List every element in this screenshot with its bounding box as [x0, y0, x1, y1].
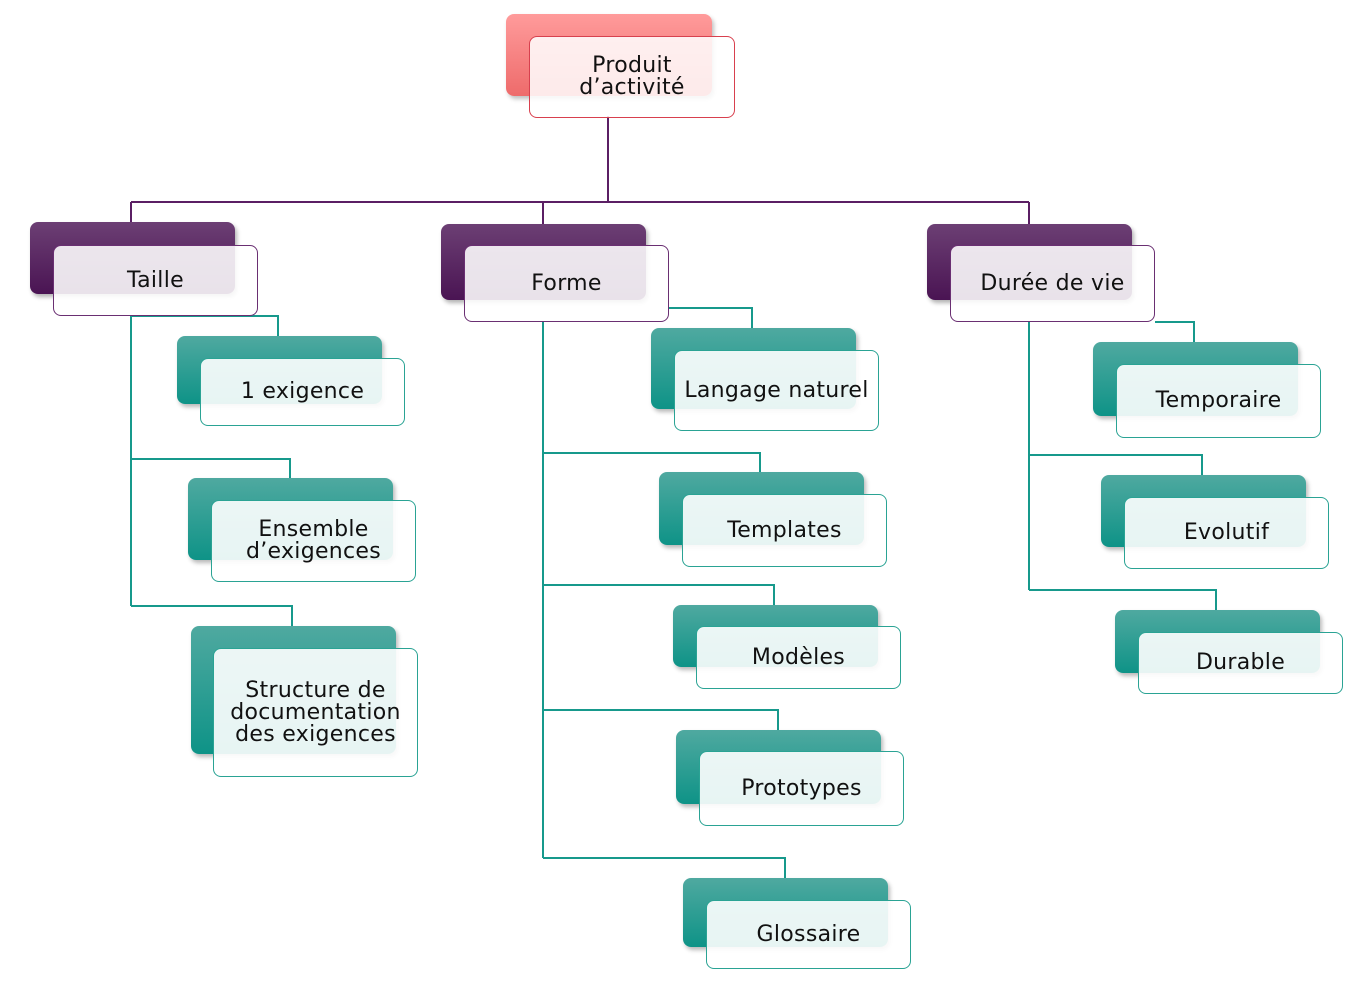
- leaf-node-prototypes[interactable]: Prototypes: [676, 730, 906, 828]
- leaf-node-1-exigence[interactable]: 1 exigence: [177, 336, 407, 428]
- leaf-node-durable[interactable]: Durable: [1115, 610, 1345, 696]
- leaf-label: Glossaire: [756, 921, 861, 947]
- category-node-duree-de-vie[interactable]: Durée de vie: [927, 224, 1157, 324]
- leaf-label: Langage naturel: [684, 377, 869, 403]
- category-label-taille: Taille: [127, 267, 184, 293]
- leaf-node-structure-documentation[interactable]: Structure de documentation des exigences: [191, 626, 421, 779]
- root-label: Produit d’activité: [579, 53, 685, 100]
- leaf-label: Templates: [727, 517, 842, 543]
- leaf-label: Modèles: [751, 644, 846, 670]
- leaf-node-temporaire[interactable]: Temporaire: [1093, 342, 1323, 440]
- leaf-label: Structure de documentation des exigences: [230, 677, 401, 747]
- leaf-node-glossaire[interactable]: Glossaire: [683, 878, 913, 971]
- leaf-label: Temporaire: [1155, 388, 1282, 413]
- leaf-node-langage-naturel[interactable]: Langage naturel: [651, 328, 881, 433]
- leaf-label: 1 exigence: [240, 379, 365, 404]
- leaf-label: Durable: [1195, 650, 1286, 675]
- leaf-node-ensemble-exigences[interactable]: Ensemble d’exigences: [188, 478, 418, 584]
- root-node[interactable]: Produit d’activité: [506, 14, 736, 118]
- connector-duree-children: [1028, 321, 1217, 610]
- leaf-node-templates[interactable]: Templates: [659, 472, 889, 569]
- category-label-forme: Forme: [531, 270, 602, 296]
- leaf-node-modeles[interactable]: Modèles: [673, 605, 903, 691]
- leaf-label: Prototypes: [741, 775, 862, 801]
- category-node-forme[interactable]: Forme: [441, 224, 671, 324]
- leaf-label: Ensemble d’exigences: [245, 517, 382, 564]
- category-node-taille[interactable]: Taille: [30, 222, 260, 318]
- category-label-duree-de-vie: Durée de vie: [980, 270, 1125, 296]
- connector-root-to-categories: [130, 116, 1030, 224]
- leaf-node-evolutif[interactable]: Evolutif: [1101, 475, 1331, 571]
- connector-forme-children: [542, 307, 786, 878]
- connector-taille-children: [130, 315, 293, 626]
- leaf-label: Evolutif: [1183, 520, 1270, 545]
